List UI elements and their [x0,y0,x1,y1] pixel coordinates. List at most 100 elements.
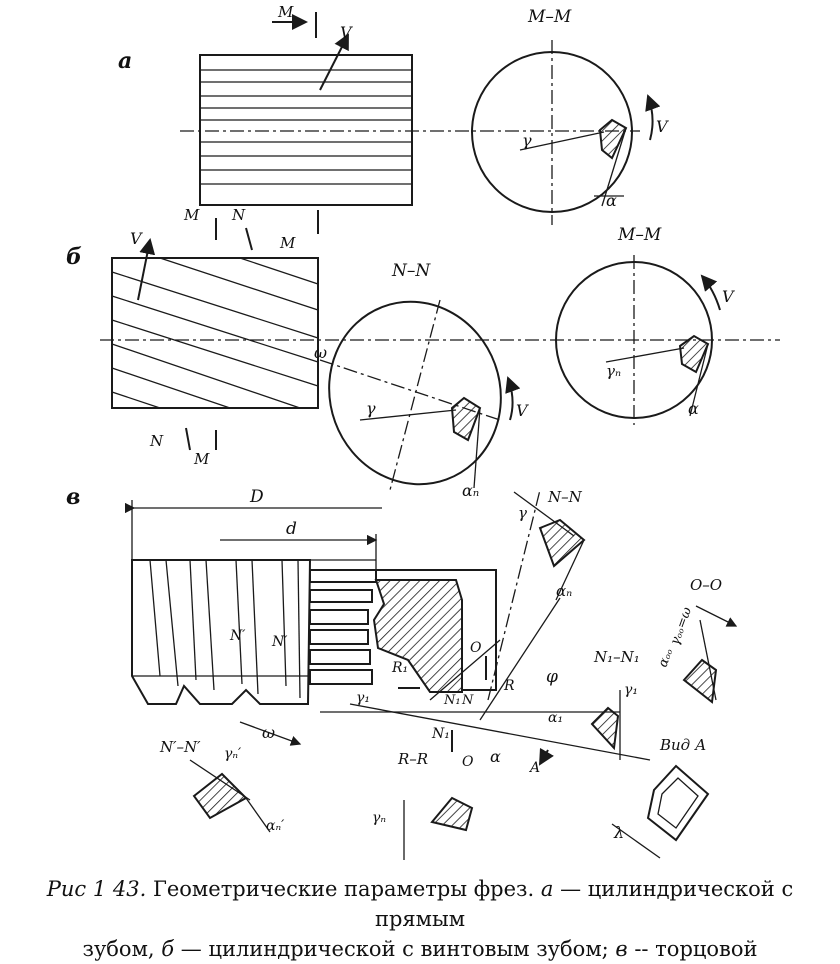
alpha-ray-a [601,127,627,207]
caption-line-1: Рис 1 43. Геометрические параметры фрез.… [0,874,840,934]
straight-teeth-lines [200,69,412,185]
hub-section-hatched [372,579,463,693]
omega-label-v: ω [262,723,275,742]
tooth-profile-n1n1 [590,706,620,751]
helical-teeth-lines [111,257,319,409]
section-nn-ellipse-b [328,300,502,486]
caption-item-b-letter: б [161,937,175,961]
rotation-arrow-b-mm [700,274,721,311]
arrow-a [539,747,554,766]
section-nn-axis-2 [389,299,441,491]
alpha-1-label-v: α₁ [548,710,563,726]
cut-n1-label-lower: N₁ [431,726,450,742]
tooth-profile-a [598,118,628,160]
gamma-n-label-rr: γₙ [372,810,386,826]
tooth-profile-oo [682,658,718,704]
phi-edge-line [479,597,561,721]
v-arrow-a [319,33,349,91]
caption-text-2: зубом, [82,937,162,961]
section-nn-label-b: N–N [391,261,431,281]
v-arrow-b [137,238,156,301]
alpha-ray-v-nn [555,539,585,601]
cut-n-label-v: N [461,693,474,708]
view-b-label: б [66,244,82,270]
n-prime-label-1: N′ [229,628,246,644]
section-oo-label: O–O [690,576,722,594]
section-mm-label-a: M–M [527,7,572,27]
cut-o-label-lower: O [462,754,474,770]
alpha-n-prime-label: αₙ′ [266,818,285,834]
v-rot-label-b-mm: V [722,287,735,306]
tooth-profile-b-mm [678,334,710,374]
v-label-a: V [340,23,353,42]
alpha-ray-b [473,407,481,489]
view-v-label: в [66,484,80,510]
cut-mark-n-b-bottom [185,427,191,451]
v-rot-label-a: V [656,117,669,136]
gamma-n-label-b: γₙ [606,362,621,380]
caption-item-b-text: — цилиндрической с винтовым зубом; [174,937,616,961]
cut-n1-label-v: N₁ [443,693,461,708]
section-mm-label-b: M–M [617,225,662,245]
gamma-ray-v-nn [513,491,575,537]
section-n1n1-label: N₁–N₁ [593,648,640,666]
alpha-label-lower: α [490,747,501,766]
gamma-oo-label: γₒₒ=ω [668,605,696,647]
alpha-n-label-b: αₙ [462,481,479,500]
figure-caption: Рис 1 43. Геометрические параметры фрез.… [0,874,840,964]
cut-m-label-b-right: M [279,234,296,252]
cutting-edge-line [349,703,651,761]
dim-D-label: D [249,487,264,507]
alpha-label-a: α [606,191,617,210]
view-a-letter-label: Вид А [659,736,706,754]
phi-label: φ [546,667,558,687]
arrow-a-label: A [528,760,540,776]
cut-r1-label: R₁ [391,660,408,676]
cut-m-label-b-top: M [183,206,200,224]
cylinder-body-b [111,257,319,409]
caption-item-v-letter: в [615,937,628,961]
cut-n-label-b-bottom: N [149,432,164,450]
nn-trace-line [487,489,541,701]
view-a-insert-inner [657,777,699,829]
view-b-helical-tooth-cutter: б V M N M N M ω N–N γ [66,206,780,500]
caption-line-2: зубом, б — цилиндрической с винтовым зуб… [0,934,840,964]
face-mill-teeth [132,559,308,699]
view-v-face-mill: в D d [66,484,738,860]
cut-m-label-b-bottom: M [193,450,210,468]
section-rr-label: R–R [397,750,428,768]
tooth-profile-b-nn [450,396,482,442]
v-label-b: V [130,229,143,248]
face-mill-hub [309,569,377,685]
cylinder-body-a [199,54,413,206]
nn-prime-ray-2 [245,797,271,833]
oo-ray-1 [699,619,717,701]
lambda-label: λ [613,823,624,842]
view-a-label: а [118,48,132,74]
face-mill-body [131,559,312,705]
gamma-label-v-nn: γ [518,504,527,522]
gamma-label-a: γ [522,131,532,150]
cut-o-label-v: O [470,640,482,656]
caption-item-a-letter: а [540,877,554,901]
caption-text-1: Геометрические параметры фрез. [146,877,541,901]
lambda-ray [611,823,661,859]
milling-cutter-geometry-figure: а V M M–M γ α V б [66,3,780,860]
n-prime-label-2: N′ [271,634,288,650]
nn-prime-ray-1 [189,759,251,801]
tooth-profile-rr [430,796,474,832]
gamma-label-b: γ [366,399,376,418]
cut-r-label-v: R [503,678,515,694]
section-oo-arrow [695,605,738,627]
section-nn-label-v: N–N [547,488,583,506]
hub-outline [376,569,497,691]
view-a-straight-tooth-cutter: а V M M–M γ α V [118,3,669,225]
edge-section-line [429,639,501,701]
gamma-ray-a [519,131,605,151]
caption-prefix: Рис 1 43. [46,877,147,901]
omega-dim-line [239,721,302,746]
caption-item-a-text: — цилиндрической с прямым [374,877,794,931]
gamma-ray-b [359,409,457,421]
section-nn-prime-label: N′–N′ [159,738,201,756]
cut-m-label-a: M [277,3,294,21]
